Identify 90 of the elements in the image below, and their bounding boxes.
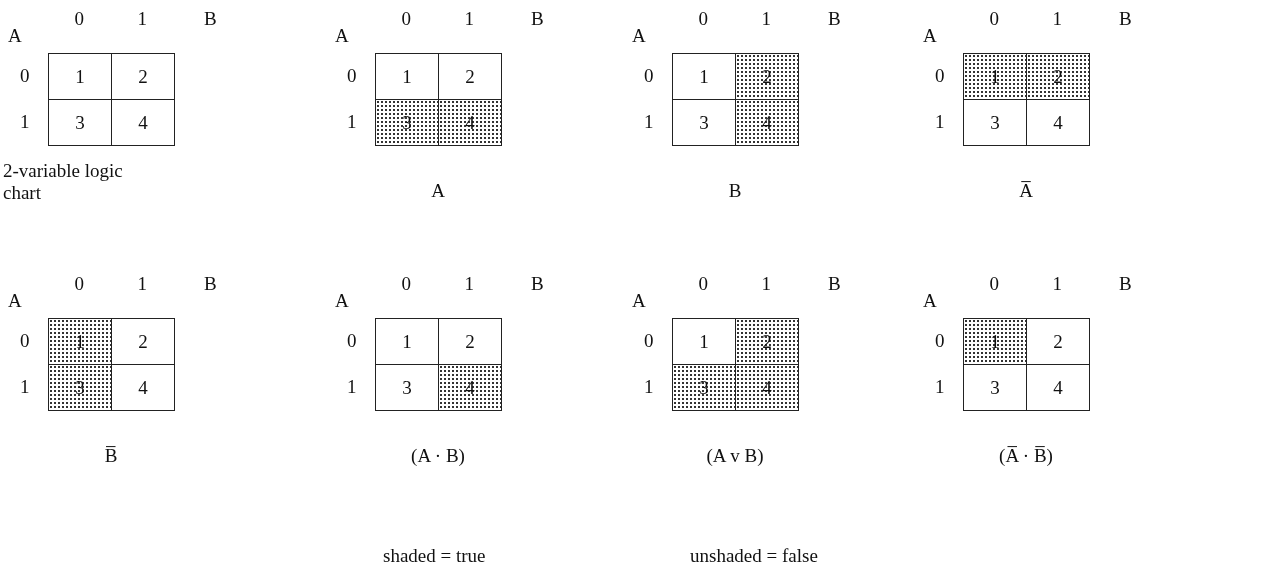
axis-label: B bbox=[828, 8, 841, 30]
square: 2 bbox=[1026, 318, 1090, 365]
shaded-square: 3 bbox=[375, 99, 439, 146]
chart-caption: (A̅ · B̅) bbox=[998, 445, 1054, 467]
shaded-square: 4 bbox=[735, 364, 799, 411]
axis-label: B bbox=[531, 273, 544, 295]
shaded-square: 2 bbox=[735, 53, 799, 100]
axis-label: A bbox=[8, 25, 22, 47]
axis-label: 0 bbox=[989, 273, 999, 295]
axis-label: 0 bbox=[74, 8, 84, 30]
square: 3 bbox=[48, 99, 112, 146]
square: 4 bbox=[1026, 99, 1090, 146]
axis-label: 1 bbox=[761, 8, 771, 30]
square: 1 bbox=[48, 53, 112, 100]
shaded-square: 1 bbox=[963, 53, 1027, 100]
axis-label: 0 bbox=[698, 8, 708, 30]
chart-caption: B bbox=[727, 180, 743, 202]
axis-label: 1 bbox=[464, 8, 474, 30]
axis-label: A bbox=[335, 25, 349, 47]
axis-label: 1 bbox=[935, 111, 945, 133]
axis-label: 0 bbox=[20, 330, 30, 352]
axis-label: A bbox=[923, 290, 937, 312]
axis-label: 1 bbox=[761, 273, 771, 295]
square: 3 bbox=[963, 99, 1027, 146]
square: 1 bbox=[375, 318, 439, 365]
axis-label: 0 bbox=[935, 65, 945, 87]
chart-caption: A bbox=[430, 180, 446, 202]
shaded-square: 4 bbox=[438, 99, 502, 146]
chart-caption: A̅ bbox=[1018, 180, 1034, 202]
axis-label: B bbox=[1119, 273, 1132, 295]
axis-label: A bbox=[632, 25, 646, 47]
axis-label: A bbox=[335, 290, 349, 312]
axis-label: 1 bbox=[644, 376, 654, 398]
chart-caption: 2-variable logic chart bbox=[3, 160, 124, 204]
axis-label: B bbox=[828, 273, 841, 295]
axis-label: 1 bbox=[20, 376, 30, 398]
axis-label: 0 bbox=[698, 273, 708, 295]
square: 2 bbox=[111, 318, 175, 365]
square: 4 bbox=[1026, 364, 1090, 411]
square: 2 bbox=[111, 53, 175, 100]
square: 2 bbox=[438, 318, 502, 365]
shaded-square: 1 bbox=[48, 318, 112, 365]
axis-label: 1 bbox=[464, 273, 474, 295]
chart-caption: (A · B) bbox=[410, 445, 466, 467]
axis-label: 0 bbox=[935, 330, 945, 352]
axis-label: A bbox=[632, 290, 646, 312]
axis-label: 1 bbox=[644, 111, 654, 133]
axis-label: B bbox=[1119, 8, 1132, 30]
axis-label: 1 bbox=[347, 376, 357, 398]
axis-label: 0 bbox=[347, 330, 357, 352]
legend-note: unshaded = false bbox=[690, 545, 818, 567]
square: 1 bbox=[672, 318, 736, 365]
axis-label: 1 bbox=[20, 111, 30, 133]
square: 3 bbox=[963, 364, 1027, 411]
axis-label: 0 bbox=[20, 65, 30, 87]
shaded-square: 3 bbox=[672, 364, 736, 411]
square: 3 bbox=[672, 99, 736, 146]
square: 3 bbox=[375, 364, 439, 411]
axis-label: 0 bbox=[401, 8, 411, 30]
shaded-square: 1 bbox=[963, 318, 1027, 365]
square: 4 bbox=[111, 364, 175, 411]
square: 2 bbox=[438, 53, 502, 100]
axis-label: 1 bbox=[935, 376, 945, 398]
chart-caption: B̅ bbox=[103, 445, 119, 467]
axis-label: A bbox=[8, 290, 22, 312]
axis-label: 1 bbox=[1052, 273, 1062, 295]
axis-label: B bbox=[204, 273, 217, 295]
shaded-square: 4 bbox=[735, 99, 799, 146]
axis-label: 0 bbox=[644, 330, 654, 352]
axis-label: A bbox=[923, 25, 937, 47]
shaded-square: 4 bbox=[438, 364, 502, 411]
shaded-square: 2 bbox=[735, 318, 799, 365]
axis-label: B bbox=[204, 8, 217, 30]
axis-label: 0 bbox=[401, 273, 411, 295]
legend-note: shaded = true bbox=[383, 545, 486, 567]
square: 1 bbox=[672, 53, 736, 100]
axis-label: B bbox=[531, 8, 544, 30]
axis-label: 1 bbox=[137, 8, 147, 30]
axis-label: 1 bbox=[1052, 8, 1062, 30]
axis-label: 0 bbox=[74, 273, 84, 295]
axis-label: 1 bbox=[347, 111, 357, 133]
axis-label: 1 bbox=[137, 273, 147, 295]
axis-label: 0 bbox=[644, 65, 654, 87]
shaded-square: 2 bbox=[1026, 53, 1090, 100]
axis-label: 0 bbox=[347, 65, 357, 87]
square: 1 bbox=[375, 53, 439, 100]
shaded-square: 3 bbox=[48, 364, 112, 411]
chart-caption: (A v B) bbox=[705, 445, 765, 467]
square: 4 bbox=[111, 99, 175, 146]
axis-label: 0 bbox=[989, 8, 999, 30]
